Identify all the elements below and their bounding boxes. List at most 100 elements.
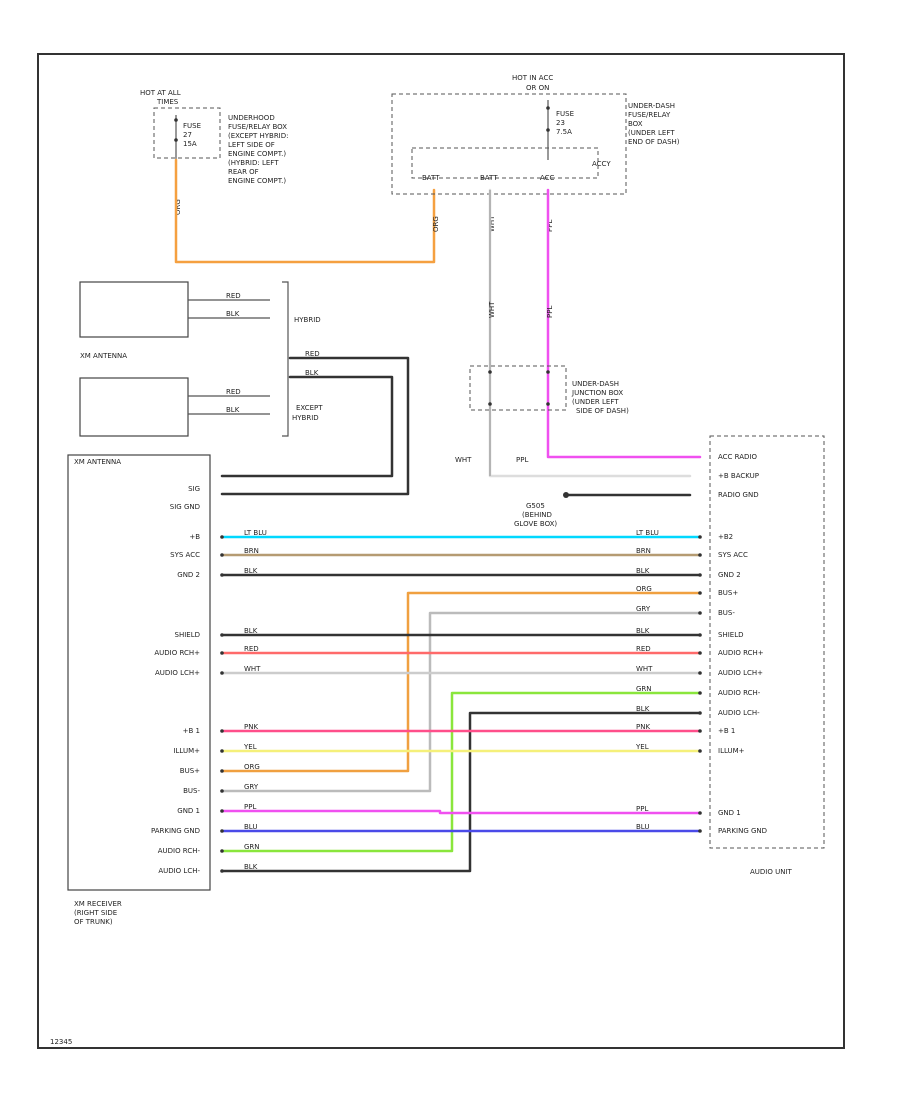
- wire-audio-lch-: [220, 711, 702, 873]
- fuse-left-loc-5: ENGINE COMPT.): [228, 150, 286, 158]
- wire-bus-: [220, 611, 702, 793]
- xm-receiver-footer-1: XM RECEIVER: [74, 900, 122, 908]
- receiver-terminal: [220, 749, 224, 753]
- xm-receiver-footer-3: OF TRUNK): [74, 918, 113, 926]
- receiver-terminal: [220, 729, 224, 733]
- wire-color-label: BLK: [244, 863, 258, 871]
- wire-purple-acc: [546, 188, 702, 459]
- xm-receiver-pin-label: AUDIO RCH-: [158, 847, 201, 855]
- fuse-right-header-1: HOT IN ACC: [512, 74, 553, 82]
- junction-wire-wht: WHT: [455, 456, 472, 464]
- audio-unit: AUDIO UNIT: [709, 435, 825, 876]
- fuse-right-loc-3: BOX: [628, 120, 643, 128]
- xm-antenna-top-box: [79, 281, 189, 338]
- xm-receiver-pin-label: SHIELD: [175, 631, 200, 639]
- audio-terminal: [698, 573, 702, 577]
- audio-terminal: [698, 591, 702, 595]
- receiver-terminal: [220, 809, 224, 813]
- fuse-right-wire-3: PPL: [546, 220, 554, 232]
- fuse-right-outer-box: [391, 93, 627, 195]
- audio-unit-pin-label: GND 1: [718, 809, 741, 817]
- audio-unit-footer: AUDIO UNIT: [750, 868, 793, 876]
- audio-terminal: [698, 711, 702, 715]
- fuse-left-wire-label: ORG: [174, 199, 182, 215]
- fuse-left-header-1: HOT AT ALL: [140, 89, 181, 97]
- xm-antenna-bottom-box: [79, 377, 189, 437]
- antenna-mid-wire-label-1: RED: [305, 350, 320, 358]
- ground-label-2: (BEHIND: [522, 511, 552, 519]
- xm-antenna-label: XM ANTENNA: [80, 352, 127, 360]
- wire-color-label: BLK: [244, 567, 258, 575]
- fuse-left-dot-2: [174, 138, 178, 142]
- xm-receiver-pin-label: ILLUM+: [173, 747, 200, 755]
- wire-color-label: BLK: [636, 627, 650, 635]
- fuse-left-dash-box: [153, 107, 221, 159]
- receiver-terminal: [220, 633, 224, 637]
- audio-unit-pin-label: ACC RADIO: [718, 453, 757, 461]
- wire-color-label: BLU: [636, 823, 649, 831]
- fuse-left-pin-3: 15A: [183, 140, 197, 148]
- xm-receiver-pin-label: AUDIO LCH-: [158, 867, 200, 875]
- wire-bus-: [220, 591, 702, 773]
- fuse-right-term-3: ACC: [540, 174, 555, 182]
- wire-color-label: BLU: [244, 823, 257, 831]
- wire-color-label: BRN: [244, 547, 259, 555]
- wire-color-label: PNK: [636, 723, 650, 731]
- antenna-section: XM ANTENNA RED BLK RED BLK HYBRID EXCEPT…: [79, 281, 410, 496]
- audio-unit-pin-label: AUDIO RCH-: [718, 689, 761, 697]
- ground-label-3: GLOVE BOX): [514, 520, 557, 528]
- wire-color-label: ORG: [636, 585, 652, 593]
- wire-color-label: BLK: [636, 567, 650, 575]
- fuse-right-loc-4: (UNDER LEFT: [628, 129, 675, 137]
- fuse-left-loc-1: UNDERHOOD: [228, 114, 275, 122]
- wire-color-label: GRY: [244, 783, 259, 791]
- audio-terminal: [698, 633, 702, 637]
- ground-dot: [563, 492, 569, 498]
- junction-loc-3: (UNDER LEFT: [572, 398, 619, 406]
- junction-dash-box: [469, 365, 567, 411]
- fuse-left-pin-2: 27: [183, 131, 192, 139]
- wire-color-label: BLK: [244, 627, 258, 635]
- antenna-top-wire-label-1: RED: [226, 292, 241, 300]
- ground-label-1: G505: [526, 502, 545, 510]
- audio-unit-pin-label: AUDIO RCH+: [718, 649, 764, 657]
- fuse-right-loc-5: END OF DASH): [628, 138, 680, 146]
- antenna-sig-wire: [220, 356, 410, 496]
- wire-color-label: PPL: [244, 803, 256, 811]
- fuse-right-wire-2: WHT: [488, 215, 496, 232]
- fuse-right-header-2: OR ON: [526, 84, 549, 92]
- audio-unit-pin-label: ILLUM+: [718, 747, 745, 755]
- antenna-mid-wire-label-2: BLK: [305, 369, 319, 377]
- wire-color-label: YEL: [635, 743, 649, 751]
- junction-wire-ppl: PPL: [516, 456, 528, 464]
- junction-loc-4: SIDE OF DASH): [576, 407, 629, 415]
- xm-receiver-pin-label: SYS ACC: [170, 551, 200, 559]
- audio-terminal: [698, 691, 702, 695]
- junction-loc-1: UNDER-DASH: [572, 380, 619, 388]
- fuse-right-relay: ACCY: [592, 160, 611, 168]
- fuse-right-pin-1: FUSE: [556, 110, 574, 118]
- receiver-terminal: [220, 573, 224, 577]
- fuse-box-left: HOT AT ALL TIMES FUSE 27 15A UNDERHOOD F…: [140, 89, 289, 215]
- fuse-left-header-2: TIMES: [156, 98, 179, 106]
- antenna-bottom-wire-label-1: RED: [226, 388, 241, 396]
- junction-dot-2: [546, 370, 550, 374]
- wire-color-label: GRN: [636, 685, 652, 693]
- receiver-terminal: [220, 849, 224, 853]
- audio-unit-pin-label: BUS+: [718, 589, 738, 597]
- fuse-box-right: HOT IN ACC OR ON FUSE 23 7.5A ACCY UNDER…: [391, 74, 680, 232]
- wire-color-label: PPL: [636, 805, 648, 813]
- junction-wire-label-ppl: PPL: [546, 306, 554, 318]
- wire-color-label: GRN: [244, 843, 260, 851]
- receiver-terminal: [220, 651, 224, 655]
- wire-color-label: YEL: [243, 743, 257, 751]
- wire-color-label: BLK: [636, 705, 650, 713]
- xm-receiver-pin-sig: SIG: [188, 485, 200, 493]
- xm-receiver-pin-sig-gnd: SIG GND: [170, 503, 200, 511]
- audio-unit-pin-label: +B2: [718, 533, 733, 541]
- fuse-right-inner-box: [411, 147, 599, 179]
- antenna-bracket: [282, 281, 289, 437]
- xm-receiver-header: XM ANTENNA: [74, 458, 121, 466]
